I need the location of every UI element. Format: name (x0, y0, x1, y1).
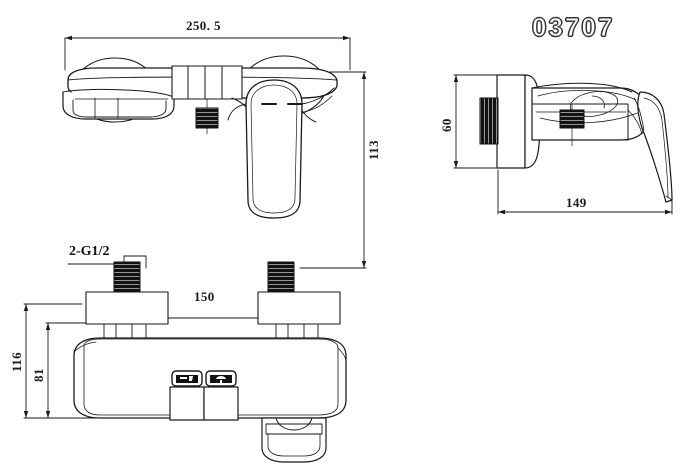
dim-60 (453, 74, 501, 169)
dim-label-body-height: 81 (31, 368, 46, 382)
part-code: 03707 (531, 12, 615, 42)
side-view-geometry (453, 74, 673, 215)
dim-116 (23, 303, 121, 419)
bottom-view-geometry (23, 255, 347, 463)
dim-250-5 (64, 35, 351, 71)
dim-label-body-overall-height: 116 (9, 352, 24, 372)
dim-label-wall-plate-height: 60 (439, 118, 454, 132)
dim-label-projection-depth: 149 (566, 195, 587, 210)
dim-113 (299, 71, 367, 269)
dim-label-inlet-centres: 150 (194, 289, 215, 304)
dim-label-overall-width: 250. 5 (186, 18, 221, 33)
front-view-geometry (62, 35, 367, 269)
dim-label-overall-height: 113 (366, 140, 381, 160)
thread-callout-label: 2-G1/2 (69, 244, 110, 259)
